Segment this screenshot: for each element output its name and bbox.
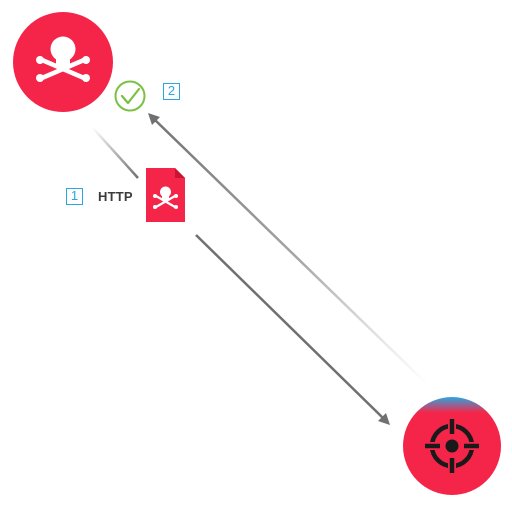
attack-arrow bbox=[195, 234, 390, 425]
attack-path-start bbox=[91, 126, 139, 179]
protocol-label: HTTP bbox=[98, 189, 133, 204]
step-2-badge: 2 bbox=[163, 83, 180, 100]
target-node bbox=[403, 397, 501, 495]
attacker-node bbox=[13, 12, 113, 112]
return-arrow bbox=[148, 113, 429, 386]
skull-crossbones-icon bbox=[36, 36, 90, 82]
malicious-file-icon bbox=[146, 168, 185, 222]
step-1-badge: 1 bbox=[66, 188, 83, 205]
check-circle-icon bbox=[114, 80, 146, 112]
crosshair-target-icon bbox=[424, 418, 480, 474]
